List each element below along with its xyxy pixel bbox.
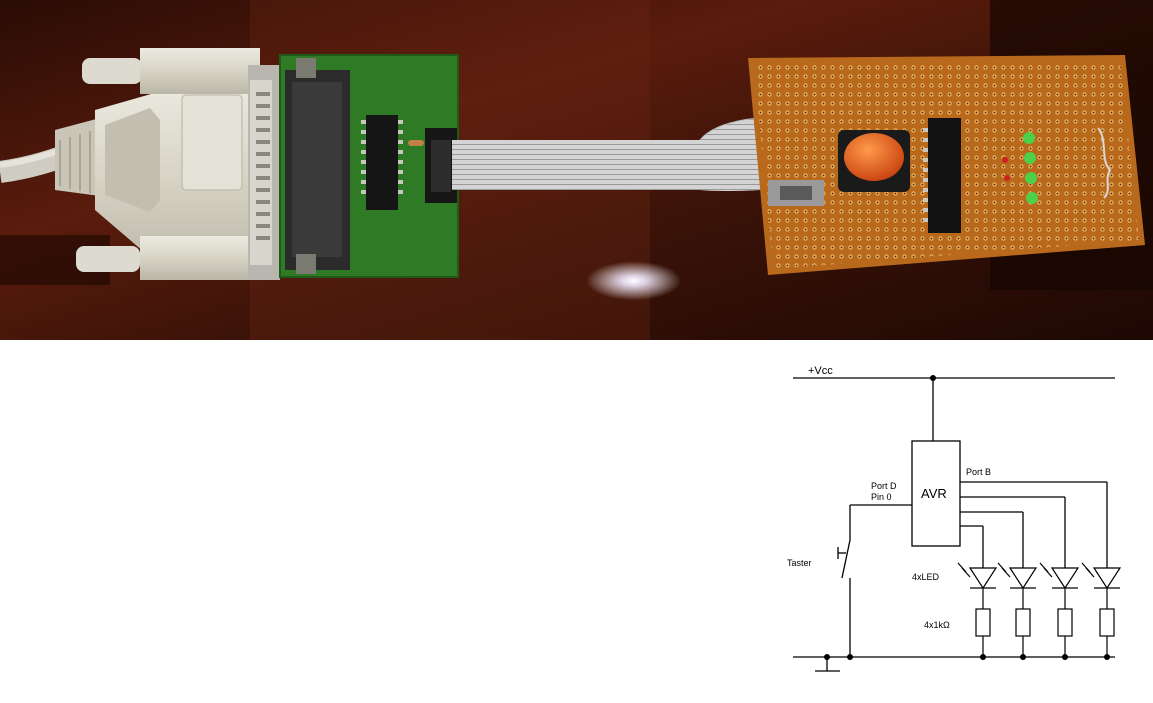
vcc-label: +Vcc — [808, 365, 833, 377]
port-d-label: Port D — [871, 481, 897, 491]
resistor-count-label: 4x1kΩ — [924, 620, 950, 630]
junction-dot — [1062, 654, 1068, 660]
avr-label: AVR — [921, 486, 947, 501]
resistor-3 — [1057, 608, 1073, 637]
resistor-4 — [1099, 608, 1115, 637]
led-1 — [968, 567, 998, 590]
resistor-1 — [975, 608, 991, 637]
taster-switch — [841, 539, 851, 579]
led-3 — [1050, 567, 1080, 590]
junction-dot — [930, 375, 936, 381]
avr-microcontroller — [928, 118, 961, 233]
light-reflection — [450, 180, 790, 320]
led-group — [1002, 132, 1038, 204]
avr-chip-box — [911, 440, 961, 547]
perfboard — [748, 55, 1145, 275]
junction-dot — [847, 654, 853, 660]
adapter-pcb — [279, 54, 459, 278]
led-4 — [1092, 567, 1122, 590]
circuit-schematic: +Vcc AVR Port B Port D Pin 0 Taster 4xLE… — [770, 355, 1153, 698]
pin-label: Pin 0 — [871, 492, 892, 502]
parallel-port-connector — [55, 48, 280, 280]
junction-dot — [1020, 654, 1026, 660]
resistor-2 — [1015, 608, 1031, 637]
led-2 — [1008, 567, 1038, 590]
port-b-label: Port B — [966, 467, 991, 477]
taster-label: Taster — [787, 558, 812, 568]
junction-dot — [1104, 654, 1110, 660]
adapter-ic-chip — [366, 115, 398, 210]
junction-dot — [824, 654, 830, 660]
push-button-cap — [844, 133, 904, 181]
led-count-label: 4xLED — [912, 572, 940, 582]
hardware-photo — [0, 0, 1153, 340]
junction-dot — [980, 654, 986, 660]
